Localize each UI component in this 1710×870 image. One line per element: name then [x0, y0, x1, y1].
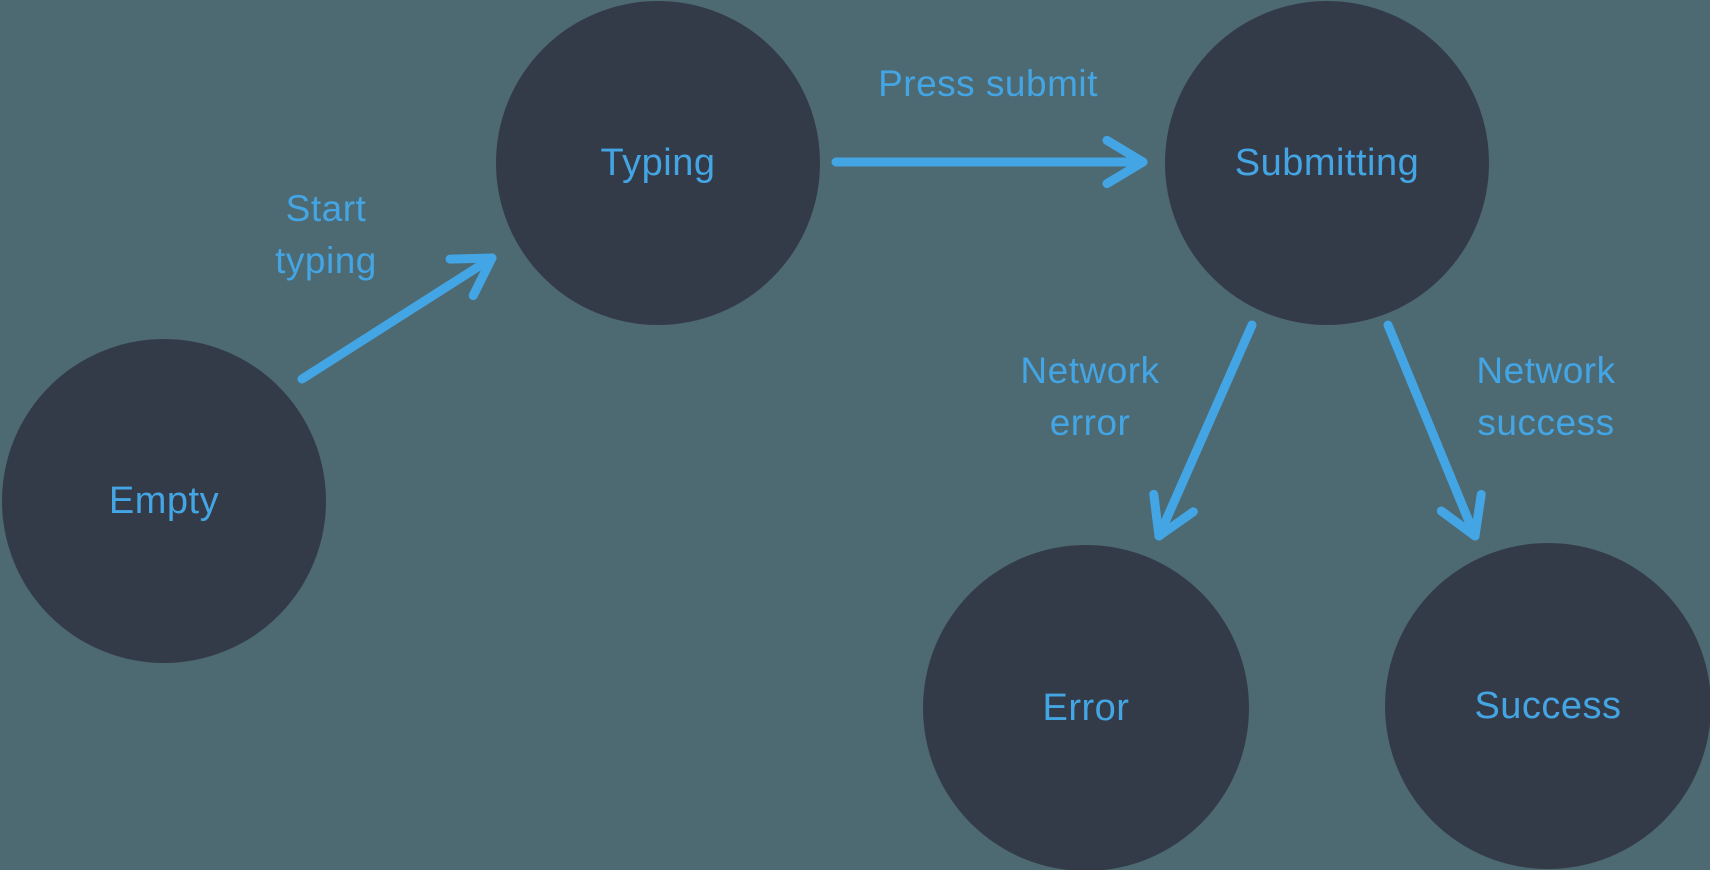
- edge-label-network-error-line2: error: [1049, 402, 1131, 443]
- edge-label-press-submit: Press submit: [838, 58, 1138, 110]
- edge-network-error-arrow: [1149, 320, 1257, 541]
- state-node-empty-label: Empty: [108, 479, 220, 522]
- edge-label-network-error-line1: Network: [1020, 350, 1160, 391]
- state-node-success: Success: [1385, 543, 1710, 869]
- edge-label-network-success-line1: Network: [1476, 350, 1616, 391]
- edge-label-start-typing: Start typing: [196, 183, 456, 287]
- edge-label-start-typing-line1: Start: [285, 188, 367, 229]
- edge-label-press-submit-line1: Press submit: [878, 63, 1098, 104]
- edge-network-success-arrow: [1383, 320, 1486, 541]
- state-node-typing-label: Typing: [600, 141, 716, 184]
- edge-label-network-success-line2: success: [1477, 402, 1615, 443]
- edge-label-network-success: Network success: [1396, 345, 1696, 449]
- state-node-submitting-label: Submitting: [1234, 141, 1420, 184]
- state-node-empty: Empty: [2, 339, 326, 663]
- state-node-typing: Typing: [496, 1, 820, 325]
- state-node-submitting: Submitting: [1165, 1, 1489, 325]
- state-node-error: Error: [923, 545, 1249, 870]
- state-node-success-label: Success: [1474, 684, 1622, 727]
- edge-start-typing-arrow: [297, 253, 497, 384]
- edge-label-network-error: Network error: [950, 345, 1230, 449]
- edge-label-start-typing-line2: typing: [275, 240, 377, 281]
- state-node-error-label: Error: [1042, 686, 1130, 729]
